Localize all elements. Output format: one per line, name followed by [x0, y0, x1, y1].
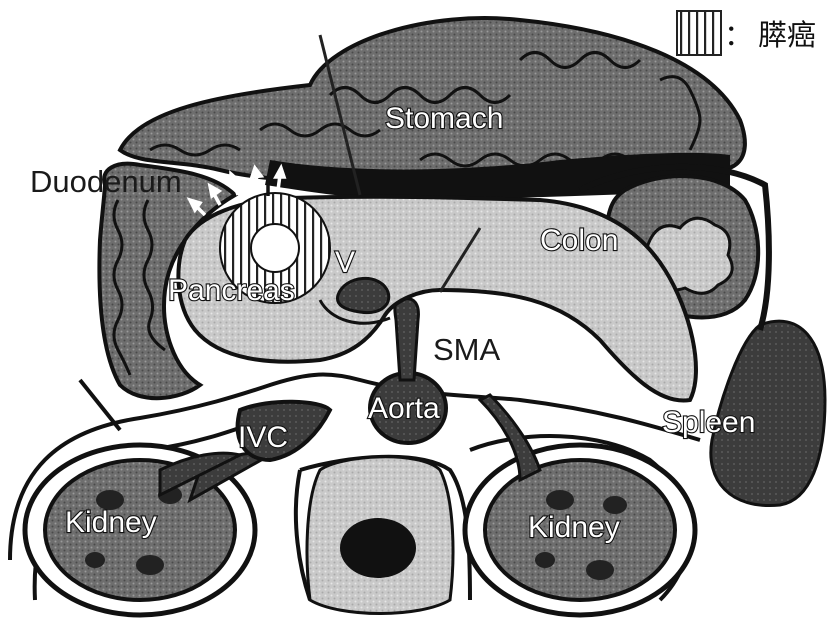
label-aorta: Aorta — [368, 392, 440, 425]
legend-separator: ： — [724, 18, 753, 52]
label-v: V — [335, 246, 355, 279]
legend: ： 膵癌 — [677, 11, 816, 55]
label-pancreas: Pancreas — [168, 274, 295, 307]
label-kidney-right: Kidney — [528, 511, 620, 544]
label-duodenum: Duodenum — [30, 164, 182, 199]
label-colon: Colon — [540, 224, 618, 257]
label-ivc: IVC — [238, 421, 288, 454]
vertebra-shape — [307, 457, 453, 614]
legend-label: 膵癌 — [758, 18, 816, 52]
label-spleen: Spleen — [662, 406, 755, 439]
legend-swatch — [677, 11, 721, 55]
label-stomach: Stomach — [385, 102, 503, 135]
label-sma: SMA — [433, 332, 501, 367]
label-kidney-left: Kidney — [65, 506, 157, 539]
